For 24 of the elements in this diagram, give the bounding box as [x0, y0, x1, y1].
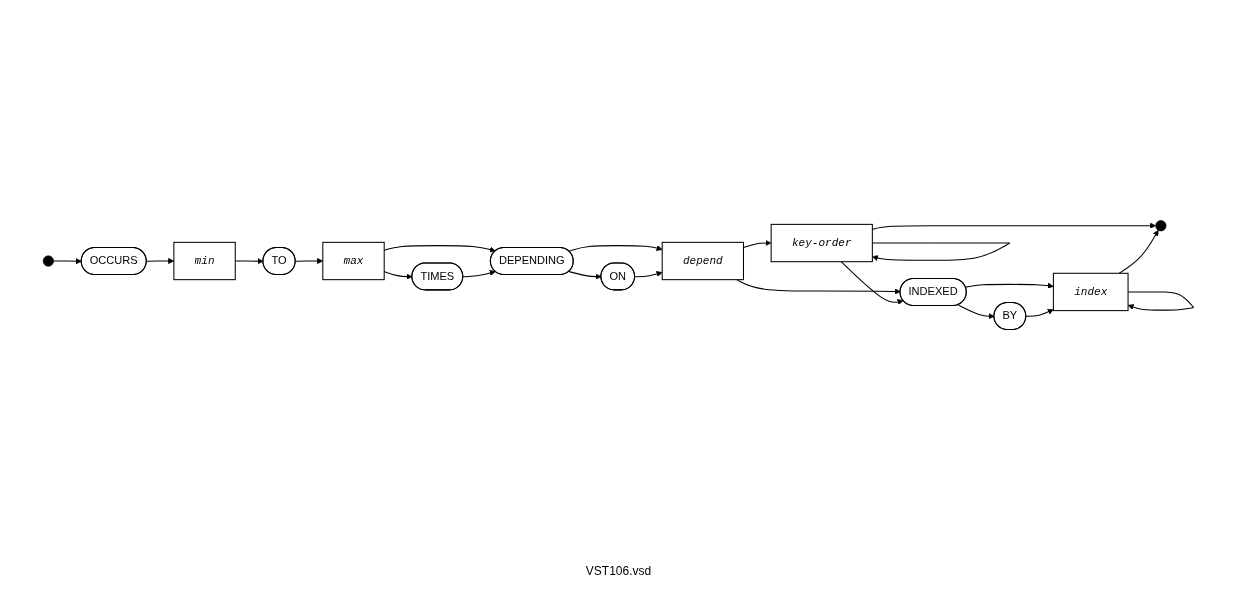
variable-box: min: [173, 241, 236, 281]
arrow: [634, 271, 663, 278]
arrow: [965, 282, 1054, 289]
keyword-pill: OCCURS: [80, 247, 147, 275]
keyword-pill: DEPENDING: [489, 247, 574, 275]
arrow: [736, 279, 901, 295]
arrow: [1118, 229, 1159, 274]
variable-box: max: [322, 241, 385, 281]
arrow: [1025, 309, 1054, 317]
keyword-pill: INDEXED: [899, 277, 967, 306]
arrow: [840, 261, 904, 305]
arrow: [957, 304, 995, 320]
keyword-pill: BY: [993, 302, 1027, 330]
keyword-pill: ON: [600, 262, 636, 291]
keyword-pill: TIMES: [411, 262, 464, 291]
keyword-pill: TO: [262, 247, 296, 275]
arrow: [53, 258, 82, 265]
arrow: [568, 271, 602, 280]
file-name-note: VST106.vsd: [585, 564, 652, 578]
arrow: [568, 245, 663, 252]
arrow: [462, 270, 496, 278]
variable-box: depend: [661, 241, 744, 281]
variable-box: index: [1052, 272, 1129, 312]
variable-box: key-order: [770, 223, 873, 263]
